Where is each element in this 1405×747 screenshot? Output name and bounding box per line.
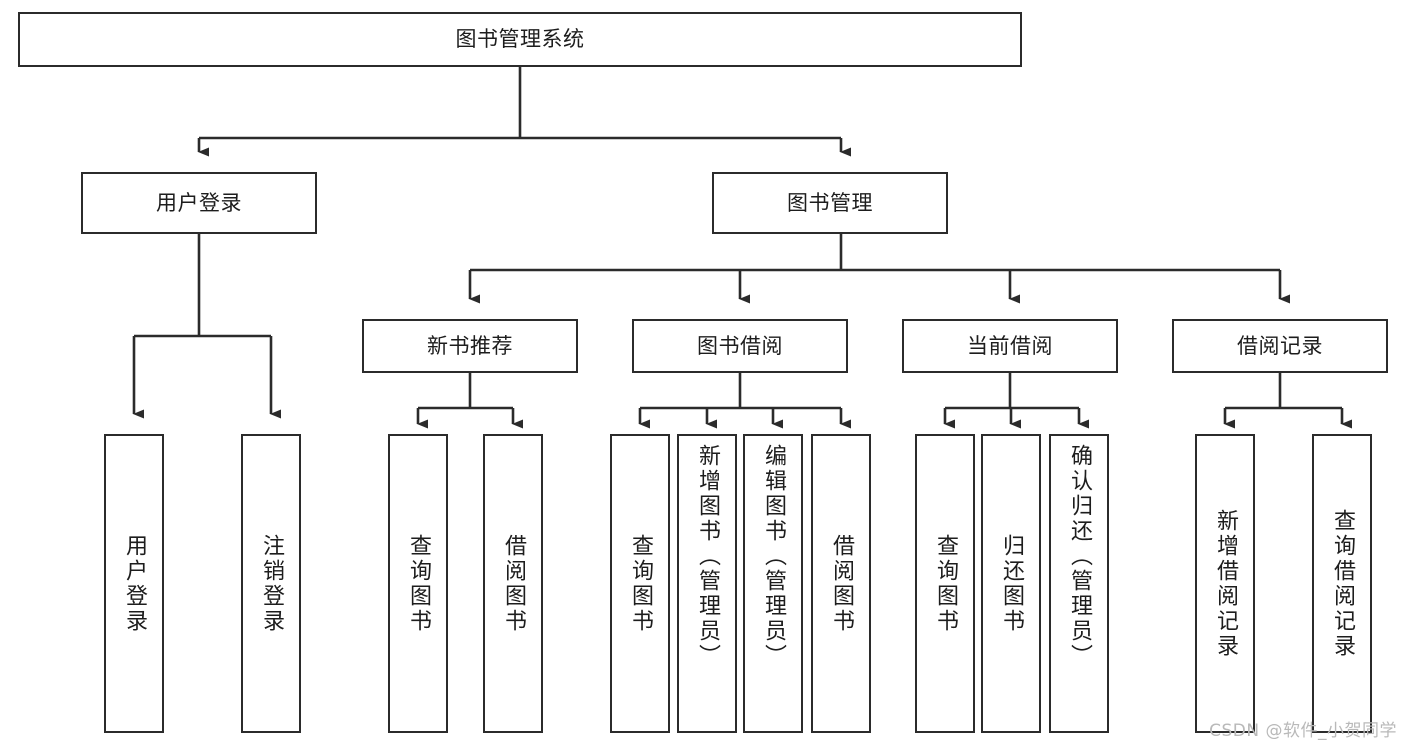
- node-label: 查询图书: [406, 533, 431, 634]
- node-label: 图书管理系统: [455, 27, 585, 52]
- node-label: 新增借阅记录: [1213, 508, 1238, 659]
- node-label: 图书借阅: [697, 333, 783, 358]
- node-label: 用户登录: [122, 533, 147, 634]
- leaf-add-borrow-record[interactable]: 新增借阅记录: [1195, 434, 1255, 733]
- leaf-logout[interactable]: 注销登录: [241, 434, 301, 733]
- node-label: 新书推荐: [427, 333, 513, 358]
- leaf-edit-book-admin[interactable]: 编辑图书（管理员）: [743, 434, 803, 733]
- leaf-add-book-admin[interactable]: 新增图书（管理员）: [677, 434, 737, 733]
- leaf-return-book[interactable]: 归还图书: [981, 434, 1041, 733]
- node-label: 查询图书: [628, 533, 653, 634]
- node-label: 注销登录: [259, 533, 284, 634]
- leaf-query-borrow-record[interactable]: 查询借阅记录: [1312, 434, 1372, 733]
- node-label: 新增图书（管理员）: [695, 444, 720, 669]
- leaf-query-book-borrow[interactable]: 查询图书: [610, 434, 670, 733]
- node-book-borrow[interactable]: 图书借阅: [632, 319, 848, 373]
- node-label: 归还图书: [999, 533, 1024, 634]
- node-new-book-recommend[interactable]: 新书推荐: [362, 319, 578, 373]
- node-label: 借阅图书: [829, 533, 854, 634]
- node-label: 查询借阅记录: [1330, 508, 1355, 659]
- node-current-borrow[interactable]: 当前借阅: [902, 319, 1118, 373]
- node-label: 确认归还（管理员）: [1067, 444, 1092, 669]
- node-label: 借阅记录: [1237, 333, 1323, 358]
- node-label: 借阅图书: [501, 533, 526, 634]
- leaf-borrow-book-recommend[interactable]: 借阅图书: [483, 434, 543, 733]
- node-label: 用户登录: [156, 190, 242, 215]
- leaf-borrow-book[interactable]: 借阅图书: [811, 434, 871, 733]
- node-book-management[interactable]: 图书管理: [712, 172, 948, 234]
- leaf-user-login[interactable]: 用户登录: [104, 434, 164, 733]
- node-label: 编辑图书（管理员）: [761, 444, 786, 669]
- leaf-query-book-recommend[interactable]: 查询图书: [388, 434, 448, 733]
- watermark-text: CSDN @软件_小贺同学: [1209, 721, 1397, 741]
- node-root-system[interactable]: 图书管理系统: [18, 12, 1022, 67]
- node-label: 查询图书: [933, 533, 958, 634]
- node-label: 图书管理: [787, 190, 873, 215]
- node-borrow-record[interactable]: 借阅记录: [1172, 319, 1388, 373]
- node-user-login[interactable]: 用户登录: [81, 172, 317, 234]
- node-label: 当前借阅: [967, 333, 1053, 358]
- leaf-confirm-return-admin[interactable]: 确认归还（管理员）: [1049, 434, 1109, 733]
- leaf-query-book-current[interactable]: 查询图书: [915, 434, 975, 733]
